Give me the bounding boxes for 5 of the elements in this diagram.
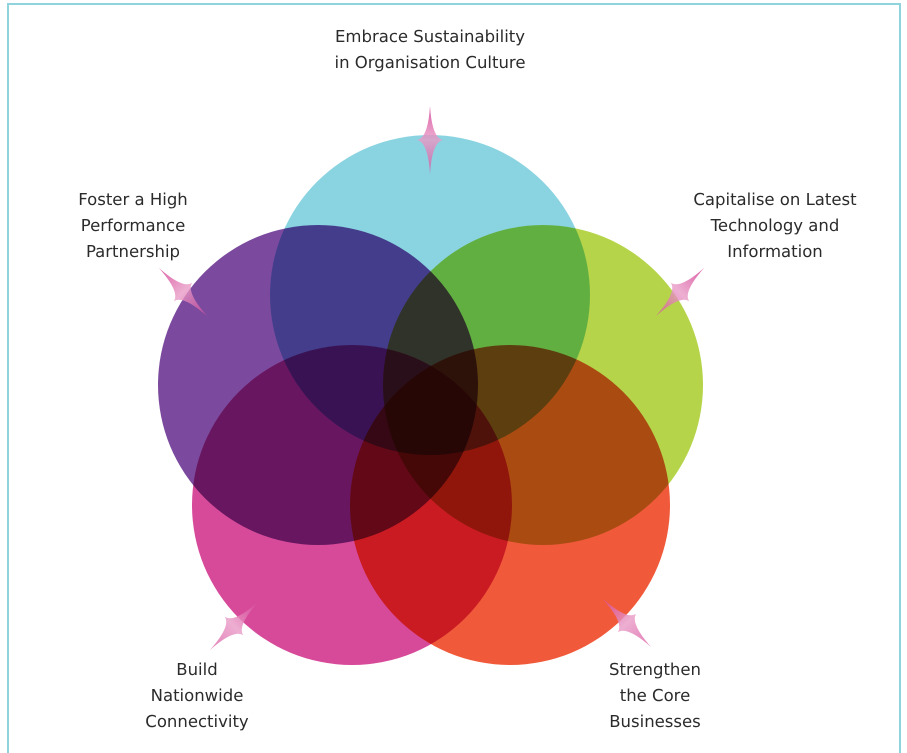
circle-label: Capitalise on Latest Technology and Information [692,189,858,263]
circle-label: Strengthen the Core Businesses [608,659,702,733]
circle-label: Foster a High Performance Partnership [77,189,189,263]
circle-label: Embrace Sustainability in Organisation Culture [333,26,526,74]
circle-label: Build Nationwide Connectivity [144,659,250,733]
